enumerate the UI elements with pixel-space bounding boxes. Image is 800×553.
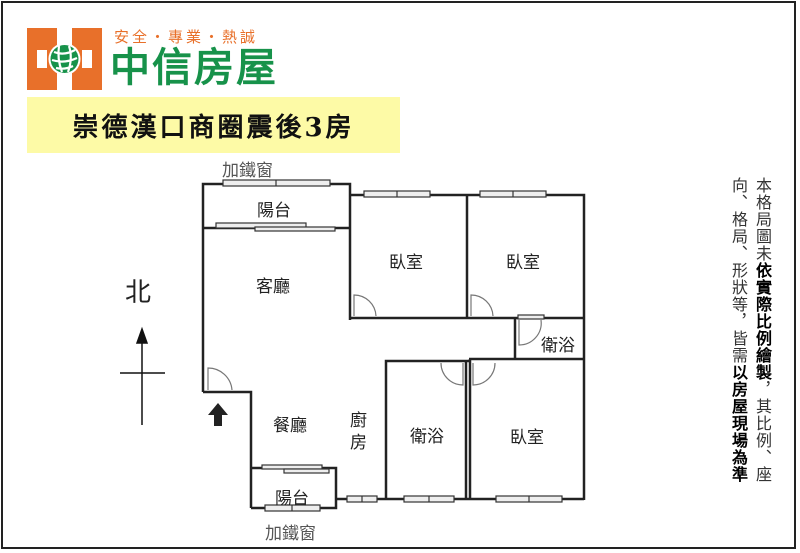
living-room-label: 客廳 xyxy=(256,277,290,297)
bottom-balcony-label: 陽台 xyxy=(275,489,309,509)
bedroom-1-label: 臥室 xyxy=(389,253,423,273)
bathroom-2-label: 衛浴 xyxy=(410,427,444,447)
kitchen-label: 廚房 xyxy=(350,411,367,453)
disclaimer-text: 本格局圖未 xyxy=(753,177,772,262)
company-logo-icon xyxy=(27,28,102,90)
disclaimer-bold-text: 依實際比例繪製 xyxy=(753,262,772,381)
bottom-balcony-window-label: 加鐵窗 xyxy=(265,524,316,544)
disclaimer-bold-text: 以房屋現場為準 xyxy=(729,364,748,483)
disclaimer-column-1: 本格局圖未依實際比例繪製，其比例、座 xyxy=(752,177,772,483)
bedroom-3-label: 臥室 xyxy=(510,428,544,448)
disclaimer-column-2: 向、格局、形狀等，皆需以房屋現場為準 xyxy=(728,177,748,483)
top-balcony-label: 陽台 xyxy=(257,201,291,221)
bedroom-2-label: 臥室 xyxy=(506,253,540,273)
bathroom-1-label: 衛浴 xyxy=(541,336,575,356)
disclaimer-text: 向、格局、形狀等，皆需 xyxy=(729,177,748,364)
disclaimer-text: ，其比例、座 xyxy=(753,381,772,483)
north-arrow-icon xyxy=(120,326,165,425)
dining-room-label: 餐廳 xyxy=(273,416,307,436)
listing-title: 崇德漢口商圈震後3房 xyxy=(72,112,355,143)
entrance-arrow-icon xyxy=(208,403,228,426)
brand-name: 中信房屋 xyxy=(110,45,278,91)
north-label: 北 xyxy=(125,278,152,308)
listing-title-banner: 崇德漢口商圈震後3房 xyxy=(27,97,400,153)
brand-slogan: 安全・專業・熱誠 xyxy=(114,28,259,46)
top-balcony-window-label: 加鐵窗 xyxy=(222,161,273,181)
